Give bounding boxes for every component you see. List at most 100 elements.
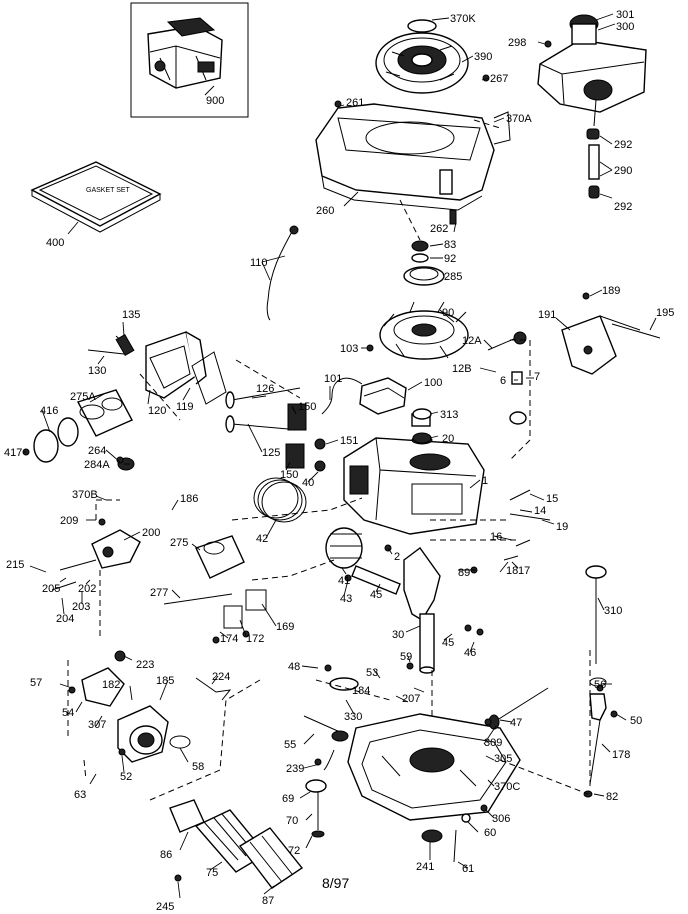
part-callout-17: 17	[518, 565, 530, 577]
part-callout-182: 182	[102, 679, 120, 691]
fuel-line	[266, 225, 299, 321]
governor-linkage	[503, 489, 551, 561]
crankshaft	[403, 547, 441, 674]
part-callout-125: 125	[262, 447, 280, 459]
gasket-set-label: GASKET SET	[86, 187, 131, 194]
part-callout-19: 19	[556, 521, 568, 533]
part-callout-301: 301	[616, 9, 634, 21]
part-callout-47: 47	[510, 717, 522, 729]
part-callout-306: 306	[492, 813, 510, 825]
part-callout-224: 224	[212, 671, 230, 683]
part-callout-72: 72	[288, 845, 300, 857]
part-callout-245: 245	[156, 901, 174, 913]
part-callout-151: 151	[340, 435, 358, 447]
part-callout-313: 313	[440, 409, 458, 421]
ignition-armature	[321, 377, 407, 415]
part-callout-110: 110	[250, 257, 268, 269]
part-callout-15: 15	[546, 493, 558, 505]
part-callouts: 900370K390267301300298261370A26029229029…	[4, 9, 674, 913]
part-callout-90: 90	[442, 307, 454, 319]
part-callout-200: 200	[142, 527, 160, 539]
part-callout-900: 900	[206, 95, 224, 107]
part-callout-309: 309	[484, 737, 502, 749]
part-callout-30: 30	[392, 629, 404, 641]
part-callout-92: 92	[444, 253, 456, 265]
part-callout-169: 169	[276, 621, 294, 633]
part-callout-16: 16	[490, 531, 502, 543]
part-callout-150: 150	[280, 469, 298, 481]
part-callout-195: 195	[656, 307, 674, 319]
part-callout-103: 103	[340, 343, 358, 355]
part-callout-40: 40	[302, 477, 314, 489]
control-bracket	[51, 529, 141, 591]
part-callout-290: 290	[614, 165, 632, 177]
flywheel-assembly	[379, 240, 469, 360]
part-callout-82: 82	[606, 791, 618, 803]
part-callout-275a: 275A	[70, 391, 96, 403]
part-callout-70: 70	[286, 815, 298, 827]
part-callout-204: 204	[56, 613, 74, 625]
part-callout-43: 43	[340, 593, 352, 605]
part-callout-215: 215	[6, 559, 24, 571]
part-callout-284a: 284A	[84, 459, 110, 471]
part-callout-310: 310	[604, 605, 622, 617]
part-callout-207: 207	[402, 693, 420, 705]
part-callout-292: 292	[614, 139, 632, 151]
part-callout-285: 285	[444, 271, 462, 283]
part-callout-172: 172	[246, 633, 264, 645]
part-callout-185: 185	[156, 675, 174, 687]
carburetor	[81, 667, 232, 763]
part-callout-52: 52	[120, 771, 132, 783]
fuel-tank	[537, 14, 647, 199]
part-callout-12a: 12A	[462, 335, 482, 347]
part-callout-60: 60	[484, 827, 496, 839]
part-callout-1: 1	[482, 475, 488, 487]
part-callout-2: 2	[394, 551, 400, 563]
cylinder-block	[343, 413, 485, 535]
governor-bracket	[487, 315, 661, 425]
part-callout-267: 267	[490, 73, 508, 85]
part-callout-184: 184	[352, 685, 370, 697]
part-callout-370b: 370B	[72, 489, 98, 501]
part-callout-209: 209	[60, 515, 78, 527]
piston	[325, 527, 401, 595]
part-callout-59: 59	[400, 651, 412, 663]
part-callout-45: 45	[370, 589, 382, 601]
part-callout-305: 305	[494, 753, 512, 765]
engine-inset	[130, 2, 249, 118]
part-callout-417: 417	[4, 447, 22, 459]
part-callout-307: 307	[88, 719, 106, 731]
muffler-lower	[163, 535, 245, 605]
part-callout-41: 41	[338, 575, 350, 587]
intake-elbow	[87, 331, 227, 405]
part-callout-6: 6	[500, 375, 506, 387]
part-callout-69: 69	[282, 793, 294, 805]
part-callout-186: 186	[180, 493, 198, 505]
part-callout-126: 126	[256, 383, 274, 395]
part-callout-130: 130	[88, 365, 106, 377]
part-callout-7: 7	[534, 371, 540, 383]
part-callout-277: 277	[150, 587, 168, 599]
leader-lines	[24, 13, 657, 899]
part-callout-58: 58	[192, 761, 204, 773]
part-callout-261: 261	[346, 97, 364, 109]
part-callout-53: 53	[366, 667, 378, 679]
part-callout-45: 45	[442, 637, 454, 649]
part-callout-100: 100	[424, 377, 442, 389]
part-callout-203: 203	[72, 601, 90, 613]
part-callout-275: 275	[170, 537, 188, 549]
part-callout-46: 46	[464, 647, 476, 659]
rewind-starter	[375, 19, 469, 94]
part-callout-57: 57	[30, 677, 42, 689]
part-callout-83: 83	[444, 239, 456, 251]
part-callout-89: 89	[458, 567, 470, 579]
part-callout-370k: 370K	[450, 13, 476, 25]
part-callout-135: 135	[122, 309, 140, 321]
dipstick	[583, 565, 607, 798]
piston-rings	[253, 477, 307, 523]
intake-gaskets	[223, 589, 267, 629]
part-callout-300: 300	[616, 21, 634, 33]
part-callout-63: 63	[74, 789, 86, 801]
part-callout-101: 101	[324, 373, 342, 385]
